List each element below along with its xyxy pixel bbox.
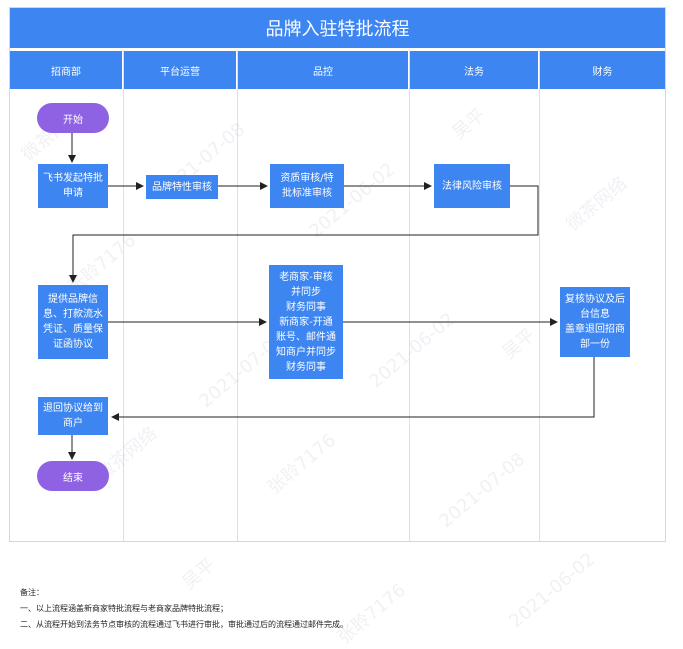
connector-legal-to-docs bbox=[69, 185, 539, 283]
lane-header-finance: 财务 bbox=[540, 51, 665, 89]
merchant-sync-node: 老商家-审核 并同步 财务同事 新商家-开通 账号、邮件通 知商户并同步 财务同… bbox=[269, 265, 343, 379]
lane-divider bbox=[237, 51, 238, 541]
provide-docs-node: 提供品牌信 息、打款流水 凭证、质量保 证函协议 bbox=[38, 285, 108, 359]
legal-review-node: 法律风险审核 bbox=[434, 164, 510, 208]
lane-header-platform-ops: 平台运营 bbox=[124, 51, 236, 89]
diagram-title: 品牌入驻特批流程 bbox=[10, 8, 665, 48]
notes-heading: 备注： bbox=[20, 588, 44, 597]
lane-header-legal: 法务 bbox=[410, 51, 538, 89]
notes-line-1: 一、以上流程涵盖新商家特批流程与老商家品牌特批流程； bbox=[20, 604, 228, 613]
feishu-apply-node: 飞书发起特批 申请 bbox=[38, 164, 108, 208]
lane-divider bbox=[539, 51, 540, 541]
notes-section: 备注： 一、以上流程涵盖新商家特批流程与老商家品牌特批流程； 二、从流程开始到法… bbox=[20, 585, 348, 633]
end-node: 结束 bbox=[37, 461, 109, 491]
lane-divider bbox=[123, 51, 124, 541]
return-agreement-node: 退回协议给到 商户 bbox=[38, 397, 108, 435]
notes-line-2: 二、从流程开始到法务节点审核的流程通过飞书进行审批，审批通过后的流程通过邮件完成… bbox=[20, 620, 348, 629]
finance-review-node: 复核协议及后 台信息 盖章退回招商 部一份 bbox=[560, 287, 630, 357]
lane-divider bbox=[409, 51, 410, 541]
lane-header-quality-control: 品控 bbox=[238, 51, 408, 89]
lane-header-recruitment: 招商部 bbox=[10, 51, 122, 89]
start-node: 开始 bbox=[37, 103, 109, 133]
brand-review-node: 品牌特性审核 bbox=[146, 175, 218, 199]
qualification-review-node: 资质审核/特 批标准审核 bbox=[270, 164, 344, 208]
connector-finance-to-return bbox=[111, 357, 595, 421]
